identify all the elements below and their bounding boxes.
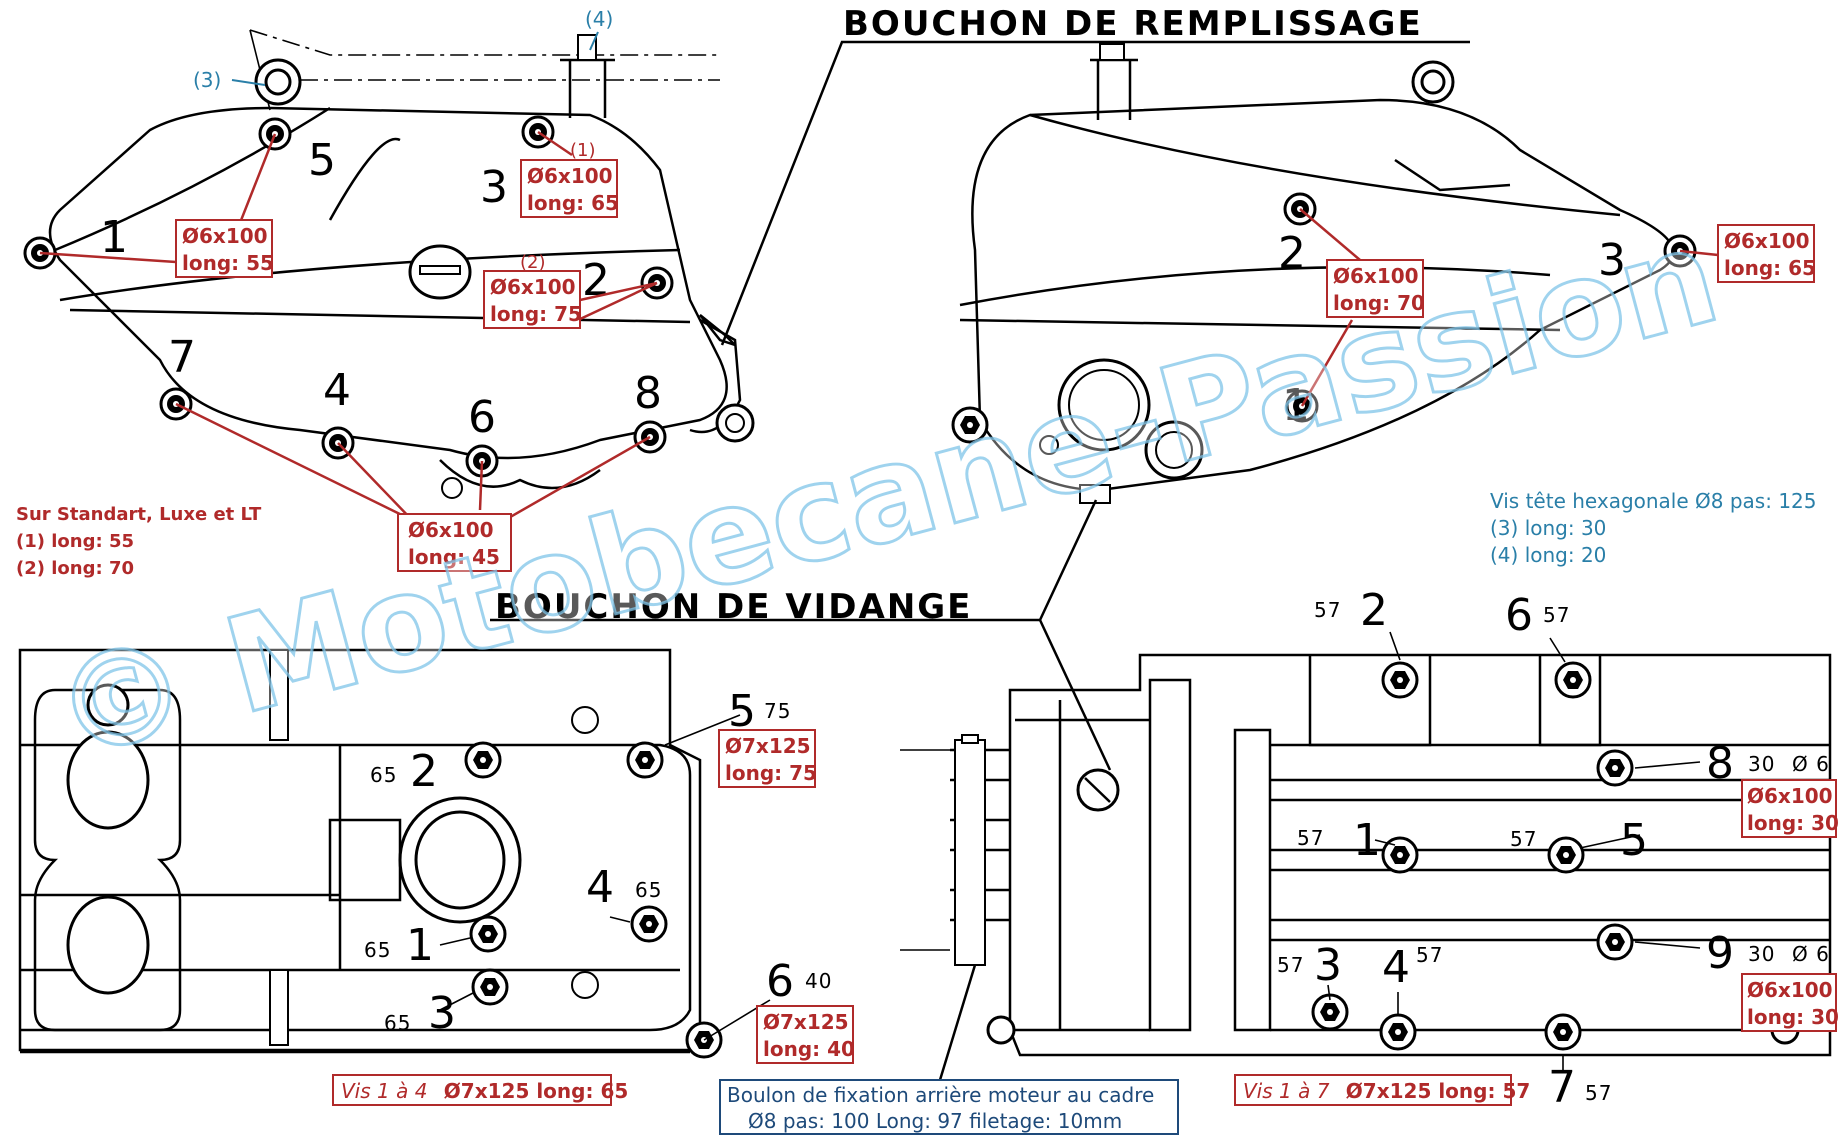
bolt-length: 30 <box>1748 752 1775 776</box>
bolt-length: 65 <box>635 878 662 902</box>
note-line: (3) long: 30 <box>1490 516 1606 540</box>
screw-dim: Ø6x100 <box>1724 229 1810 253</box>
bolt-number: 2 <box>410 746 438 797</box>
ref-2: (2) <box>520 252 546 273</box>
screw-dim: Ø6x100 <box>527 164 613 188</box>
caption-line: Ø8 pas: 100 Long: 97 filetage: 10mm <box>748 1109 1122 1133</box>
note-line: Vis tête hexagonale Ø8 pas: 125 <box>1490 489 1817 513</box>
left-cover-note: Sur Standart, Luxe et LT (1) long: 55 (2… <box>16 504 262 579</box>
ref-1: (1) <box>570 140 596 161</box>
screw-dim: Ø6x100 <box>1333 264 1419 288</box>
bolt-diameter: Ø 6 <box>1792 752 1830 776</box>
ref-3: (3) <box>193 68 221 92</box>
bolt-number: 5 <box>308 135 336 186</box>
screw-length: long: 65 <box>1724 256 1816 280</box>
watermark: © Motobecane-Passion <box>38 199 1732 791</box>
right-crankcase-numbers: 2 57 6 57 1 57 5 57 3 57 4 57 7 57 8 30 … <box>1277 585 1830 1113</box>
right-crankcase-drawing <box>900 653 1832 1081</box>
bolt-length: 75 <box>764 699 791 723</box>
left-cover-labels: Ø6x100 long: 55 Ø6x100 long: 65 Ø6x100 l… <box>175 159 619 572</box>
bolt-length: 30 <box>1748 942 1775 966</box>
bolt-length: 40 <box>805 969 832 993</box>
screw-length: long: 30 <box>1747 1005 1839 1029</box>
left-caption: Vis 1 à 4 Ø7x125 long: 65 <box>341 1079 628 1103</box>
screw-length: long: 70 <box>1333 291 1425 315</box>
right-crankcase-labels: Ø6x100 long: 30 Ø6x100 long: 30 Vis 1 à … <box>1234 779 1839 1106</box>
bolt-number: 1 <box>100 212 128 263</box>
screw-dim: Ø7x125 <box>725 734 811 758</box>
bolt-number: 3 <box>480 162 508 213</box>
bolt-number: 4 <box>586 862 614 913</box>
bolt-number: 1 <box>1353 815 1381 866</box>
bolt-number: 7 <box>168 332 196 383</box>
screw-dim: Ø6x100 <box>408 518 494 542</box>
bolt-number: 7 <box>1548 1062 1576 1113</box>
bolt-number: 1 <box>406 920 434 971</box>
ref-4: (4) <box>585 7 613 31</box>
bolt-length: 57 <box>1297 826 1324 850</box>
bolt-length: 57 <box>1277 953 1304 977</box>
bolt-length: 65 <box>370 763 397 787</box>
rear-bolt-caption: Boulon de fixation arrière moteur au cad… <box>719 1079 1179 1135</box>
note-line: (1) long: 55 <box>16 531 134 552</box>
note-line: Sur Standart, Luxe et LT <box>16 504 262 525</box>
right-caption: Vis 1 à 7 Ø7x125 long: 57 <box>1243 1079 1530 1103</box>
bolt-number: 8 <box>634 368 662 419</box>
screw-length: long: 75 <box>725 761 817 785</box>
bolt-number: 2 <box>1360 585 1388 636</box>
left-crankcase-numbers: 2 65 1 65 3 65 4 65 5 75 6 40 <box>364 686 832 1041</box>
bolt-number: 2 <box>1278 228 1306 279</box>
filler-plug-title: BOUCHON DE REMPLISSAGE <box>843 4 1423 44</box>
bolt-number: 4 <box>1382 942 1410 993</box>
note-line: (2) long: 70 <box>16 558 134 579</box>
left-cover-drawing <box>23 29 1470 499</box>
screw-dim: Ø6x100 <box>1747 784 1833 808</box>
bolt-number: 3 <box>428 988 456 1039</box>
screw-length: long: 75 <box>490 302 582 326</box>
bolt-length: 65 <box>384 1011 411 1035</box>
right-cover-leaders <box>1299 208 1719 407</box>
left-crankcase-drawing <box>18 648 723 1059</box>
screw-length: long: 45 <box>408 545 500 569</box>
bolt-number: 9 <box>1706 928 1734 979</box>
screw-length: long: 65 <box>527 191 619 215</box>
bolt-number: 5 <box>1620 815 1648 866</box>
left-cover-leaders <box>39 130 658 522</box>
bolt-length: 57 <box>1510 827 1537 851</box>
drain-plug-title: BOUCHON DE VIDANGE <box>495 587 972 627</box>
note-line: (4) long: 20 <box>1490 543 1606 567</box>
screw-dim: Ø6x100 <box>490 275 576 299</box>
bolt-number: 6 <box>766 956 794 1007</box>
screw-dim: Ø6x100 <box>182 224 268 248</box>
bolt-number: 8 <box>1706 738 1734 789</box>
right-cover-labels: Ø6x100 long: 70 Ø6x100 long: 65 <box>1326 224 1816 318</box>
bolt-number: 3 <box>1314 940 1342 991</box>
bolt-number: 6 <box>1505 590 1533 641</box>
screw-length: long: 30 <box>1747 811 1839 835</box>
left-cover-numbers: 1 2 3 4 5 6 7 8 (3) (4) (1) (2) <box>100 7 662 443</box>
right-cover-note: Vis tête hexagonale Ø8 pas: 125 (3) long… <box>1490 489 1817 567</box>
right-cover-drawing <box>490 43 1697 771</box>
bolt-number: 1 <box>1282 380 1310 431</box>
bolt-length: 65 <box>364 938 391 962</box>
bolt-length: 57 <box>1416 943 1443 967</box>
right-cover-numbers: 1 2 3 <box>1278 228 1626 431</box>
left-crankcase-labels: Ø7x125 long: 75 Ø7x125 long: 40 Vis 1 à … <box>332 729 855 1106</box>
bolt-length: 57 <box>1543 603 1570 627</box>
screw-length: long: 55 <box>182 251 274 275</box>
bolt-diameter: Ø 6 <box>1792 942 1830 966</box>
bolt-length: 57 <box>1314 598 1341 622</box>
screw-dim: Ø6x100 <box>1747 978 1833 1002</box>
bolt-number: 6 <box>468 392 496 443</box>
bolt-number: 5 <box>728 686 756 737</box>
caption-line: Boulon de fixation arrière moteur au cad… <box>727 1083 1154 1107</box>
bolt-length: 57 <box>1585 1081 1612 1105</box>
bolt-number: 4 <box>323 365 351 416</box>
screw-length: long: 40 <box>763 1037 855 1061</box>
screw-dim: Ø7x125 <box>763 1010 849 1034</box>
bolt-number: 3 <box>1598 235 1626 286</box>
